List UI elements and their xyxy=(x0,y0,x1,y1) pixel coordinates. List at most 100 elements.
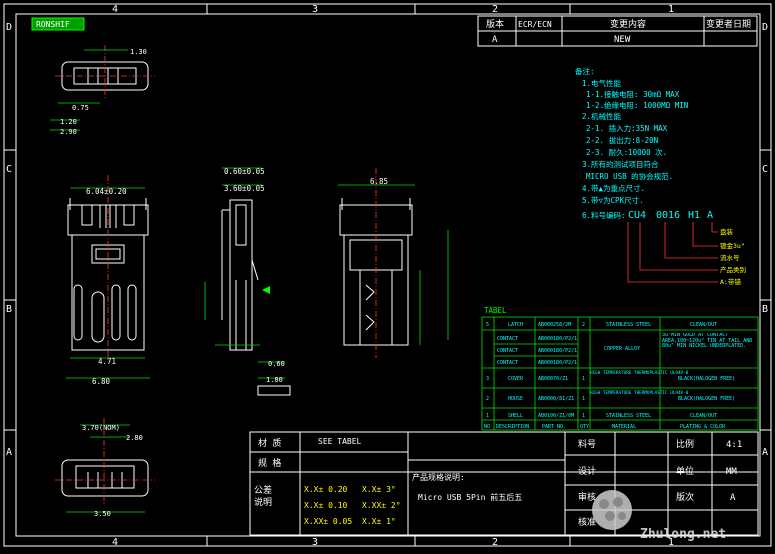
note-line-5: 2-1. 插入力:35N MAX xyxy=(586,123,668,133)
note-line-6: 2-2. 拔出力:8-20N xyxy=(586,135,658,145)
dim-side-1: 0.60±0.05 xyxy=(224,167,265,176)
notes: 备注: 1.电气性能 1-1.接触电阻: 30mΩ MAX 1-2.绝缘电阻: … xyxy=(575,66,688,205)
design-label: 设计 xyxy=(578,465,596,477)
bom-r6-part: AB0000/81/Z1 xyxy=(538,396,574,402)
dim-side-4: 1.80 xyxy=(266,376,283,384)
watermark: Zhulong.net xyxy=(640,527,726,542)
inner-frame xyxy=(15,13,761,537)
note-line-3: 1-2.绝缘电阻: 1000MΩ MIN xyxy=(586,100,688,110)
bom-r1-mat: STAINLESS STEEL xyxy=(606,322,651,328)
note-line-11: 5.带▽为CPK尺寸. xyxy=(582,195,644,205)
bom-r7-no: 1 xyxy=(486,413,489,419)
code-label-1: 盘装 xyxy=(720,227,734,236)
outer-frame xyxy=(3,3,772,547)
zone-letter-b: B xyxy=(6,304,12,315)
dim-front-width: 6.04±0.20 xyxy=(86,187,127,196)
part-code-segment-1: CU4 xyxy=(628,210,646,221)
zone-number-3: 3 xyxy=(312,4,318,15)
rev-header-version: 版本 xyxy=(486,18,504,30)
product-spec-value: Micro USB 5Pin 前五后五 xyxy=(418,492,522,502)
watermark-logo xyxy=(592,490,632,530)
bom-r6-plating: BLACK(HALOGEN FREE) xyxy=(678,396,735,402)
note-line-8: 3.所有的测试项目符合 xyxy=(582,159,659,169)
zone-number-3-bottom: 3 xyxy=(312,537,318,548)
code-label-4: 产品类别 xyxy=(720,265,746,274)
bom-r6-desc: HOUSE xyxy=(508,396,523,402)
logo: RONSHIF xyxy=(36,20,70,29)
angle-2: X.XX± 2° xyxy=(362,501,401,510)
bom-r3-desc: CONTACT xyxy=(497,348,518,354)
angle-3: X.X± 1° xyxy=(362,517,396,526)
dim-side-3: 0.60 xyxy=(268,360,285,368)
bom-r2-desc: CONTACT xyxy=(497,336,518,342)
bom-r2-plating: 3u"MIN GOLD AT CONTACT AREA,100~120u" TI… xyxy=(662,333,753,349)
tolerance-label: 公差说明 xyxy=(254,486,273,508)
note-line-9: MICRO USB 的协会规范. xyxy=(586,171,673,181)
bom-table: TABEL 5 LATCH AB000258/2M 2 STAINLESS ST… xyxy=(481,306,759,431)
dim-side-2: 3.60±0.05 xyxy=(224,184,265,193)
zone-letter-c: C xyxy=(6,164,12,175)
spec-label: 规 格 xyxy=(258,457,281,469)
zone-letter-d: D xyxy=(6,22,12,33)
bom-r6-mat: HIGH TEMPERATURE THERMOPLASTIC UL94V-0 xyxy=(590,390,689,396)
zone-letter-c-right: C xyxy=(762,164,768,175)
bom-r7-part: AB0100/Z1/0M xyxy=(538,413,574,419)
bom-r7-mat: STAINLESS STEEL xyxy=(606,413,651,419)
side-view: 0.60±0.05 3.60±0.05 0.60 1.80 xyxy=(204,167,291,396)
bom-r1-desc: LATCH xyxy=(508,322,523,328)
review-label: 审核 xyxy=(578,491,596,503)
notes-heading: 备注: xyxy=(575,66,595,76)
bom-r7-qty: 1 xyxy=(582,413,585,419)
scale-value: 4:1 xyxy=(726,440,742,450)
code-label-2: 镀金3u" xyxy=(720,241,745,250)
bom-footer-plating: PLATING & COLOR xyxy=(680,424,726,430)
zone-letter-b-right: B xyxy=(762,304,768,315)
bom-r5-part: AB00070/Z1 xyxy=(538,376,568,382)
bom-r2-mat: COPPER ALLOY xyxy=(604,346,640,352)
bom-r5-plating: BLACK(HALOGEN FREE) xyxy=(678,376,735,382)
unit-label: 单位 xyxy=(676,465,694,477)
bom-r4-part: AB000180/P2/1 xyxy=(538,360,577,366)
bom-r1-part: AB000258/2M xyxy=(538,322,571,328)
bom-footer-mat: MATERIAL xyxy=(612,424,636,430)
version-value: A xyxy=(730,493,736,503)
bom-r1-qty: 2 xyxy=(582,322,585,328)
dim-front-pitch: 4.71 xyxy=(98,357,116,366)
angle-1: X.X± 3° xyxy=(362,485,396,494)
bom-r4-desc: CONTACT xyxy=(497,360,518,366)
part-no-label: 料号 xyxy=(578,438,596,450)
bom-r7-plating: CLEAN/OUT xyxy=(690,413,717,419)
dim-top-3: 1.20 xyxy=(60,118,77,126)
tolerance-3: X.XX± 0.05 xyxy=(304,517,352,526)
logo-box xyxy=(31,17,85,31)
top-view: 1.30 0.75 1.20 2.90 xyxy=(50,45,155,136)
material-label: 材 质 xyxy=(258,437,281,449)
dim-bottom-1: 3.70(NOM) xyxy=(82,424,120,432)
rev-content-value: NEW xyxy=(614,35,631,45)
tolerance-2: X.X± 0.10 xyxy=(304,501,348,510)
bom-r5-desc: COVER xyxy=(508,376,524,382)
bom-r2-part: AB000180/P2/1 xyxy=(538,336,577,342)
version-label: 版次 xyxy=(676,491,694,503)
bom-caption: TABEL xyxy=(484,306,507,315)
dim-right-width: 6.85 xyxy=(370,177,388,186)
note-line-2: 1-1.接触电阻: 30mΩ MAX xyxy=(586,89,680,99)
dim-bottom-3: 3.50 xyxy=(94,510,111,518)
part-code-segment-2: 0016 xyxy=(656,210,680,221)
part-code-prefix: 6.料号编码: xyxy=(582,210,626,220)
rev-header-content: 变更内容 xyxy=(610,18,646,30)
bottom-view: 3.70(NOM) 2.80 3.50 xyxy=(55,418,155,518)
bom-r6-no: 2 xyxy=(486,396,489,402)
zone-number-4: 4 xyxy=(112,4,118,15)
zone-number-4-bottom: 4 xyxy=(112,537,118,548)
tolerance-1: X.X± 0.20 xyxy=(304,485,348,494)
bom-r6-qty: 1 xyxy=(582,396,585,402)
bom-footer-desc: DESCRIPTION xyxy=(496,424,529,430)
rev-version-value: A xyxy=(492,35,498,45)
note-line-7: 2-3. 耐久:10000 次. xyxy=(586,147,667,157)
bom-r5-qty: 1 xyxy=(582,376,585,382)
bom-r5-no: 3 xyxy=(486,376,489,382)
tolerance-label-box: 公差说明 xyxy=(254,486,273,508)
